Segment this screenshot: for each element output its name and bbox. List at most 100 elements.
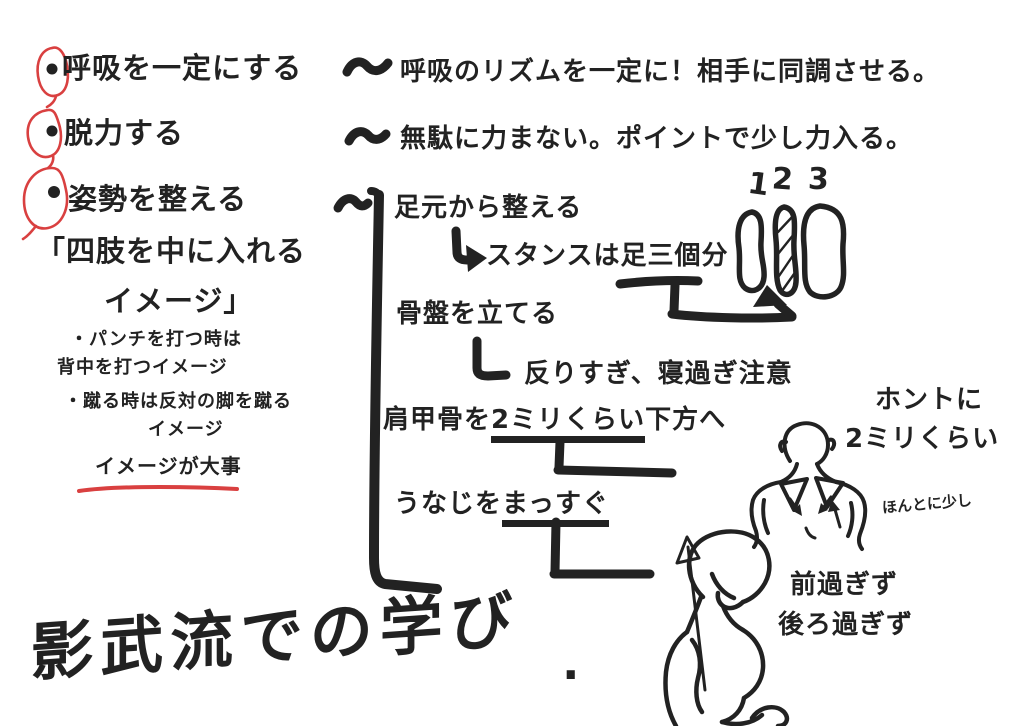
hatch-4 xyxy=(780,272,796,293)
bullet-dot-1 xyxy=(46,63,58,75)
stance-to-feet-connector xyxy=(615,276,797,323)
step-shoulder-post: 下方へ xyxy=(645,405,727,435)
back-neck-left xyxy=(779,462,799,484)
step-nape-underlined: まっすぐ xyxy=(502,489,609,527)
stance-connector-vertical xyxy=(669,280,680,316)
shoulder-connector xyxy=(553,437,677,478)
posture-bracket xyxy=(367,187,442,594)
profile-throat-line xyxy=(720,603,746,633)
profile-scapula-line xyxy=(689,637,705,715)
annotation-not-too-front: 前過ぎず xyxy=(790,570,899,600)
bracket-top-hook xyxy=(367,187,383,200)
spine-arrow-line xyxy=(686,545,707,692)
right-scapula-arrowhead xyxy=(818,503,828,514)
red-circle-1-tail xyxy=(45,94,58,109)
principle-1-note: 呼吸のリズムを一定に！相手に同調させる。 xyxy=(400,57,941,87)
pelvis-l-mark xyxy=(472,336,511,381)
back-right-ear xyxy=(827,437,837,451)
profile-skull xyxy=(686,529,772,605)
principle-2-label: 脱力する xyxy=(64,116,185,150)
shoulder-connector-vertical xyxy=(554,437,565,472)
foot-outline-3 xyxy=(800,203,847,300)
kick-note-line1: ・蹴る時は反対の脚を蹴る xyxy=(64,391,292,412)
feet-diagram xyxy=(735,203,847,300)
punch-note-line1: ・パンチを打つ時は xyxy=(70,329,242,350)
shoulder-connector-horizontal xyxy=(553,465,677,478)
feet-arrowhead xyxy=(753,285,787,307)
step-shoulder-pre: 肩甲骨を xyxy=(383,405,492,435)
nape-connector-vertical xyxy=(550,517,561,577)
stance-sub-arrowhead xyxy=(466,245,487,272)
stance-connector-zig xyxy=(773,299,797,321)
posture-quote-line2: イメージ」 xyxy=(104,284,254,318)
foot-2-hatching xyxy=(776,214,796,293)
principle-2-note: 無駄に力まない。ポイントで少し力入る。 xyxy=(400,124,914,154)
step-shoulder: 肩甲骨を2ミリくらい下方へ xyxy=(383,405,727,443)
foot-number-2: 2 xyxy=(770,161,795,198)
hatch-1 xyxy=(776,214,795,234)
red-circle-3 xyxy=(22,166,69,230)
spine-arrowhead xyxy=(675,535,701,565)
hatch-3 xyxy=(777,252,796,278)
small-down-tick xyxy=(804,526,817,540)
profile-forearm xyxy=(719,712,765,726)
back-head xyxy=(782,421,830,466)
profile-shoulder-mass xyxy=(740,627,766,701)
step-shoulder-underlined: 2ミリくらい xyxy=(491,405,646,443)
hatch-2 xyxy=(776,232,796,256)
bullet-dot-3 xyxy=(48,186,60,198)
left-scapula-triangle xyxy=(779,477,809,512)
back-left-arm-line xyxy=(761,498,770,535)
red-circle-2 xyxy=(26,108,63,159)
step-pelvis: 骨盤を立てる xyxy=(396,299,559,329)
bullet-dots xyxy=(46,63,60,198)
foot-outline-1 xyxy=(735,209,767,294)
red-circle-1 xyxy=(36,46,70,98)
profile-fist xyxy=(749,704,790,726)
step-stance: スタンスは足三個分 xyxy=(486,241,729,271)
red-circle-3-tail xyxy=(21,224,38,241)
nape-profile-sketch xyxy=(663,529,790,726)
step-pelvis-caution: 反りすぎ、寝過ぎ注意 xyxy=(524,359,793,389)
right-scapula-triangle xyxy=(814,476,845,509)
red-underline xyxy=(77,485,239,493)
punch-note-line2: 背中を打つイメージ xyxy=(57,357,228,378)
bracket-line xyxy=(369,190,442,594)
foot-number-3: 3 xyxy=(807,161,830,198)
profile-back-line xyxy=(663,629,690,726)
squiggle-connectors xyxy=(333,57,393,213)
stance-sub-arrow-line xyxy=(451,226,472,265)
bullet-dot-2 xyxy=(46,125,58,137)
back-right-shoulder xyxy=(834,480,868,551)
stance-sub-arrow xyxy=(451,226,487,272)
squiggle-icon-2 xyxy=(344,127,391,146)
squiggle-icon-1 xyxy=(342,57,393,77)
stance-connector-horizontal xyxy=(667,309,797,323)
annotation-really: ホントに xyxy=(875,385,984,415)
annotation-not-too-back: 後ろ過ぎず xyxy=(778,610,914,640)
emphasis-note: イメージが大事 xyxy=(95,454,242,478)
red-circle-marks xyxy=(21,46,70,241)
stance-underline xyxy=(615,276,703,289)
step-nape: うなじをまっすぐ xyxy=(394,489,609,527)
page-title-period: . xyxy=(562,636,580,690)
kick-note-line2: イメージ xyxy=(148,419,224,440)
back-right-arm-line xyxy=(846,501,855,538)
profile-upper-arm xyxy=(719,695,747,725)
left-scapula-arrowhead xyxy=(793,504,802,516)
annotation-two-mm: 2ミリくらい xyxy=(845,424,1000,454)
principle-3-label: 姿勢を整える xyxy=(68,182,248,216)
center-up-arrowhead xyxy=(828,500,840,512)
back-view-arrowheads xyxy=(793,500,840,516)
step-nape-pre: うなじを xyxy=(394,489,503,519)
profile-nape-line xyxy=(684,594,704,635)
principle-1-label: 呼吸を一定にする xyxy=(62,51,303,85)
step-feet: 足元から整える xyxy=(394,193,583,223)
back-left-ear xyxy=(778,439,788,453)
nape-connector xyxy=(549,517,655,579)
squiggle-icon-3 xyxy=(333,194,373,213)
foot-outline-2 xyxy=(772,204,799,298)
profile-face-line xyxy=(709,571,737,601)
